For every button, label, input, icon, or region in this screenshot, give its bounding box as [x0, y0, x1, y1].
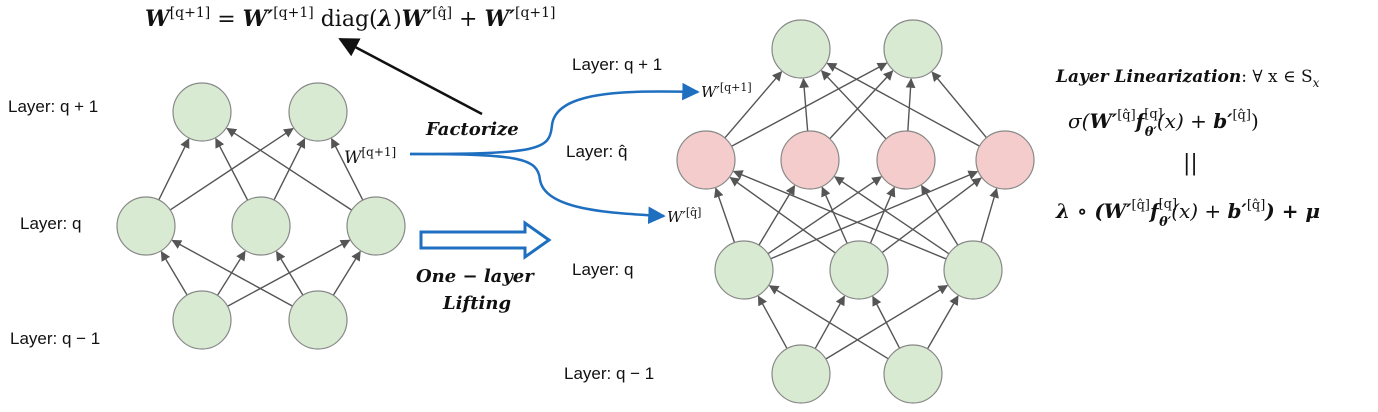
w-upper-label: W′[q+1] — [701, 81, 752, 101]
linearization-lambda: λ ∘ (W′[q̂]f[q]θ′(x) + b′[q̂]) + μ — [1055, 197, 1320, 230]
left-node-mid — [231, 196, 291, 256]
lifting-label-line1: One − layer — [416, 266, 535, 287]
right-node-hat — [780, 130, 840, 190]
left-edge-bot-mid — [171, 239, 293, 307]
right-label-bot: Layer: q − 1 — [564, 364, 654, 383]
factorize-arrow — [338, 37, 483, 116]
network-edges — [158, 62, 999, 360]
right-edge-mid-hat — [732, 170, 947, 260]
right-node-hat — [676, 130, 736, 190]
left-node-mid — [346, 196, 406, 256]
right-label-mid: Layer: q — [572, 260, 633, 279]
left-edge-bot-mid — [275, 250, 304, 296]
linearization-title: Layer Linearization: ∀ x ∈ Sx — [1055, 67, 1320, 90]
left-label-bot: Layer: q − 1 — [10, 329, 100, 348]
right-edge-mid-hat — [980, 187, 999, 243]
right-edge-hat-top — [799, 77, 810, 132]
right-node-hat — [876, 130, 936, 190]
right-edge-bot-mid — [926, 295, 959, 350]
right-edge-mid-hat — [758, 184, 796, 246]
left-edge-bot-mid — [227, 239, 351, 307]
blue-arrow-upper — [409, 82, 700, 156]
w-lower-label: W′[q̂] — [667, 206, 701, 226]
right-edge-mid-hat — [834, 176, 950, 255]
left-edge-mid-top — [215, 137, 249, 201]
right-edge-mid-hat — [881, 177, 982, 254]
right-edge-mid-hat — [729, 176, 836, 254]
w-label: W[q+1] — [344, 145, 396, 168]
right-node-mid — [943, 240, 1003, 300]
left-node-bot — [172, 290, 232, 350]
linearization-sigma: σ(W′[q̂]f[q]θ′(x) + b′[q̂]) — [1068, 107, 1259, 140]
right-edge-hat-top — [820, 70, 887, 140]
lifting-arrow — [419, 220, 552, 260]
right-edge-bot-mid — [872, 295, 901, 349]
left-edge-bot-mid — [160, 250, 188, 296]
left-edge-mid-top — [226, 127, 353, 211]
left-edge-bot-mid — [332, 250, 361, 296]
network-nodes — [116, 19, 1035, 404]
right-edge-hat-top — [731, 62, 888, 147]
right-edge-hat-top — [829, 70, 894, 140]
right-edge-mid-hat — [767, 176, 882, 255]
left-label-mid: Layer: q — [20, 214, 81, 233]
right-edge-mid-hat — [921, 184, 959, 246]
blue-arrow-lower — [409, 152, 666, 225]
right-label-top: Layer: q + 1 — [572, 55, 662, 74]
right-edge-bot-mid — [757, 295, 788, 349]
right-edge-hat-top — [931, 71, 988, 139]
linearization-equals: || — [1183, 151, 1198, 176]
left-label-top: Layer: q + 1 — [8, 97, 98, 116]
right-edge-hat-top — [905, 77, 916, 132]
right-edge-mid-hat — [869, 186, 896, 244]
left-node-top — [288, 82, 348, 142]
right-edge-bot-mid — [768, 285, 889, 360]
right-node-top — [771, 19, 831, 79]
right-node-hat — [975, 130, 1035, 190]
right-node-bot — [771, 344, 831, 404]
right-node-mid — [829, 240, 889, 300]
lifting-label-line2: Lifting — [442, 293, 511, 314]
right-edge-mid-hat — [714, 187, 736, 243]
right-edge-hat-top — [826, 62, 980, 147]
left-node-mid — [116, 196, 176, 256]
right-edge-hat-top — [724, 71, 783, 139]
right-edge-mid-hat — [821, 186, 848, 244]
left-edge-mid-top — [330, 137, 364, 201]
right-label-hat: Layer: q̂ — [566, 142, 627, 161]
left-node-bot — [288, 290, 348, 350]
left-edge-mid-top — [158, 138, 190, 201]
left-node-top — [172, 82, 232, 142]
top-formula: W[q+1] = W′[q+1] diag(λ)W′[q̂] + W′[q+1] — [145, 5, 556, 32]
left-edge-bot-mid — [216, 250, 246, 296]
right-node-mid — [714, 240, 774, 300]
right-node-bot — [883, 344, 943, 404]
right-edge-mid-hat — [770, 170, 979, 260]
factorize-label: Factorize — [425, 119, 519, 140]
right-node-top — [883, 19, 943, 79]
